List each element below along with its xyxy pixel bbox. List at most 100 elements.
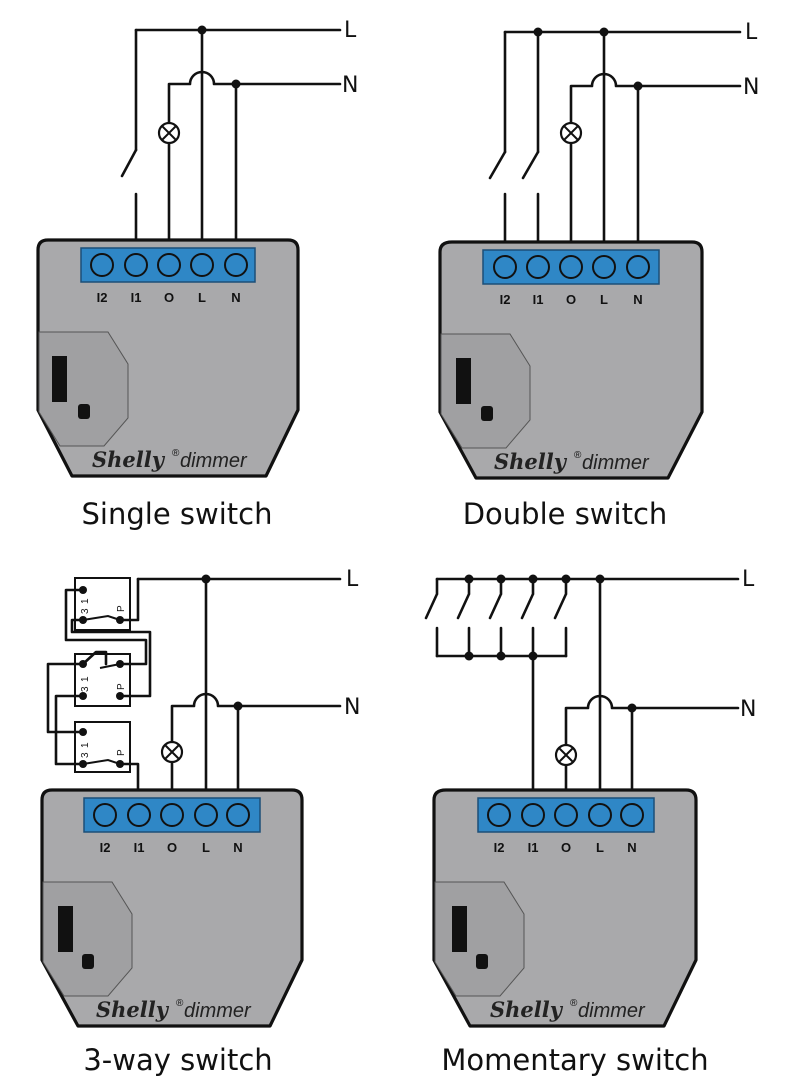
svg-text:dimmer: dimmer	[582, 452, 650, 474]
lamp-icon	[160, 740, 184, 764]
output-wire	[170, 692, 240, 800]
neutral-label: N	[342, 73, 358, 98]
output-wire	[564, 694, 634, 800]
live-label: L	[346, 567, 359, 592]
switch-return-wire	[118, 762, 140, 800]
shelly-logo: Shelly ® dimmer	[96, 997, 252, 1022]
svg-text:1: 1	[80, 676, 91, 682]
shelly-dimmer-device: I2 I1 O L N Shelly ® dimmer	[36, 238, 300, 478]
svg-text:3: 3	[80, 686, 91, 692]
junction-dot	[197, 25, 207, 35]
caption-momentary-switch: Momentary switch	[441, 1043, 708, 1077]
live-label: L	[742, 567, 755, 592]
button-hole	[82, 954, 94, 969]
svg-text:Shelly: Shelly	[92, 447, 166, 472]
svg-text:®: ®	[574, 450, 582, 461]
output-wire	[167, 70, 238, 250]
terminal-screws	[493, 255, 650, 279]
svg-text:dimmer: dimmer	[184, 1000, 252, 1022]
switch2-blade	[521, 150, 540, 180]
switch-feed-wire	[118, 577, 140, 622]
terminal-label-i2: I2	[97, 290, 108, 305]
terminal-label-i2: I2	[500, 292, 511, 307]
svg-text:1: 1	[80, 598, 91, 604]
terminal-label-i1: I1	[131, 290, 142, 305]
side-panel	[42, 881, 133, 997]
terminal-label-i1: I1	[528, 840, 539, 855]
neutral-label: N	[740, 697, 756, 722]
traveller-wire	[54, 694, 85, 766]
shelly-dimmer-device: I2 I1 O L N Shelly ® dimmer	[438, 240, 704, 480]
switch-blade	[120, 148, 138, 178]
terminal-label-o: O	[561, 840, 571, 855]
svg-text:®: ®	[176, 998, 184, 1009]
side-panel	[440, 333, 531, 449]
shelly-logo: Shelly ® dimmer	[92, 447, 248, 472]
svg-text:P: P	[116, 683, 127, 690]
diagram-single-switch: L N I2 I1 O L N Shelly ® dimmer	[36, 18, 358, 531]
live-label: L	[745, 20, 758, 45]
lamp-icon	[559, 121, 583, 145]
shelly-dimmer-device: I2 I1 O L N Shelly ® dimmer	[432, 788, 698, 1028]
terminal-label-i2: I2	[494, 840, 505, 855]
terminal-label-l: L	[202, 840, 210, 855]
terminal-label-n: N	[633, 292, 642, 307]
three-way-switch-middle: 1 3 P	[74, 653, 131, 707]
traveller-wire	[70, 618, 152, 698]
traveller-wire	[81, 650, 108, 666]
svg-text:®: ®	[172, 448, 180, 459]
lamp-icon	[554, 743, 578, 767]
diagram-momentary-switch: L N I2 I1 O L N Shelly ® dimmer	[424, 567, 756, 1077]
button-hole	[476, 954, 488, 969]
switch1-blade	[488, 150, 507, 180]
terminal-label-l: L	[600, 292, 608, 307]
junction-dots	[464, 574, 637, 713]
terminal-label-o: O	[167, 840, 177, 855]
side-panel	[434, 881, 525, 997]
traveller-wire	[64, 588, 148, 666]
status-window	[456, 358, 471, 404]
svg-text:dimmer: dimmer	[578, 1000, 646, 1022]
diagram-double-switch: L N I2 I1 O L N Shelly ® dimmer	[438, 20, 759, 531]
junction-dot	[533, 27, 543, 37]
junction-dot	[599, 27, 609, 37]
button-hole	[78, 404, 90, 419]
neutral-label: N	[344, 695, 360, 720]
shelly-logo: Shelly ® dimmer	[490, 997, 646, 1022]
svg-text:Shelly: Shelly	[494, 449, 568, 474]
caption-double-switch: Double switch	[463, 497, 668, 531]
diagram-3-way-switch: L N 1 3 P 1 3 P	[40, 567, 360, 1077]
terminal-label-i2: I2	[100, 840, 111, 855]
junction-dot	[233, 701, 243, 711]
terminal-screws	[93, 803, 250, 827]
terminal-label-n: N	[627, 840, 636, 855]
shelly-logo: Shelly ® dimmer	[494, 449, 650, 474]
svg-text:®: ®	[570, 998, 578, 1009]
button-hole	[481, 406, 493, 421]
svg-text:Shelly: Shelly	[490, 997, 564, 1022]
terminal-label-o: O	[164, 290, 174, 305]
momentary-switches	[424, 577, 568, 658]
terminal-label-o: O	[566, 292, 576, 307]
svg-text:1: 1	[80, 742, 91, 748]
svg-text:Shelly: Shelly	[96, 997, 170, 1022]
three-way-switch-top: 1 3 P	[74, 577, 131, 631]
traveller-wire	[46, 662, 85, 734]
terminal-label-n: N	[233, 840, 242, 855]
status-window	[452, 906, 467, 952]
terminal-screws	[487, 803, 644, 827]
terminal-screws	[90, 253, 248, 277]
caption-3-way-switch: 3-way switch	[83, 1043, 272, 1077]
terminal-label-l: L	[198, 290, 206, 305]
terminal-label-i1: I1	[533, 292, 544, 307]
svg-text:dimmer: dimmer	[180, 450, 248, 472]
caption-single-switch: Single switch	[82, 497, 273, 531]
shelly-dimmer-device: I2 I1 O L N Shelly ® dimmer	[40, 788, 304, 1028]
svg-text:3: 3	[80, 608, 91, 614]
svg-text:P: P	[116, 749, 127, 756]
junction-dot	[201, 574, 211, 584]
terminal-label-i1: I1	[134, 840, 145, 855]
junction-dot	[231, 79, 241, 89]
junction-dot	[633, 81, 643, 91]
